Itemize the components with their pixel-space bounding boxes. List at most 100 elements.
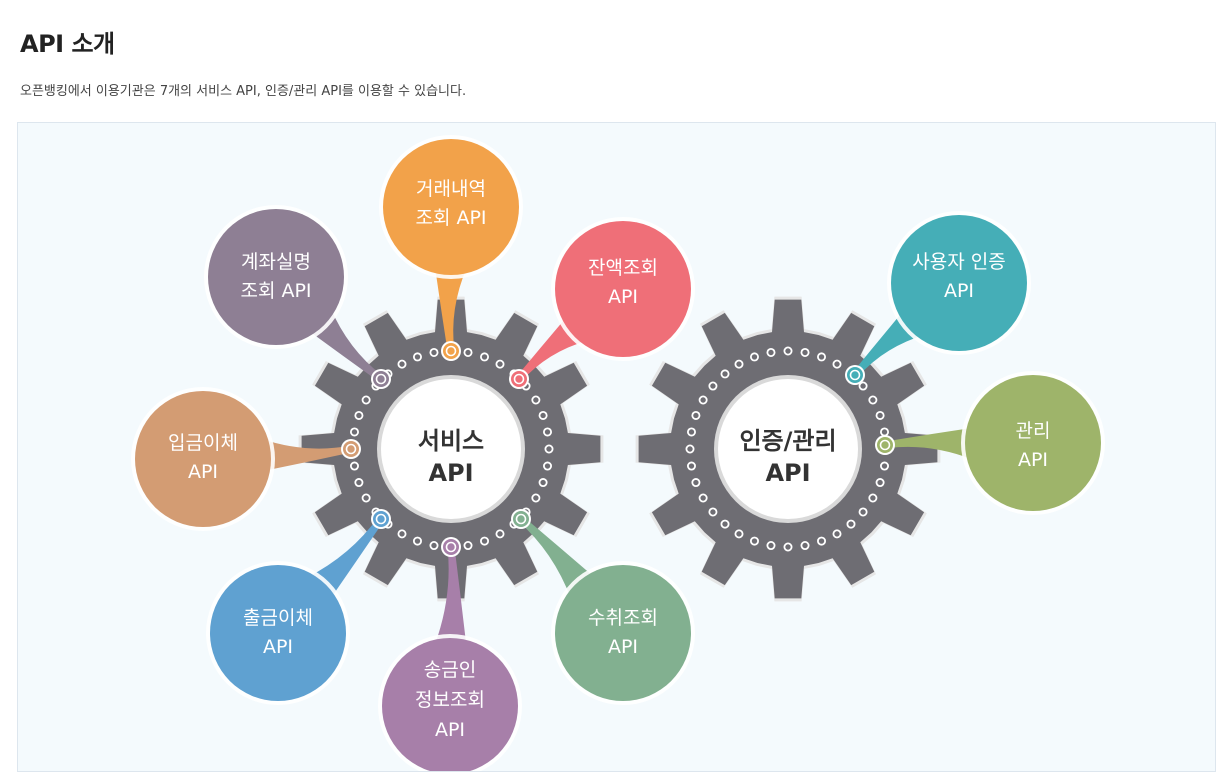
bubble-user-authentication[interactable]: 사용자 인증 API	[912, 251, 1005, 302]
gear-dot	[480, 536, 490, 546]
gear-dot	[686, 427, 696, 437]
connector-outer	[373, 511, 389, 527]
bubble-label-line2: 정보조회	[415, 689, 485, 711]
bubble-label-line1: 수취조회	[588, 607, 658, 629]
bubble-layer	[131, 135, 1105, 771]
connector-outer	[443, 539, 459, 555]
gear-dot	[495, 529, 505, 539]
gear-dot	[686, 461, 696, 471]
page-description: 오픈뱅킹에서 이용기관은 7개의 서비스 API, 인증/관리 API를 이용할…	[20, 84, 467, 99]
connector-layer	[341, 341, 895, 557]
gear-dot	[766, 347, 776, 357]
bubble-stem	[435, 267, 467, 351]
connector-inner	[515, 513, 527, 525]
gear-dot	[543, 427, 553, 437]
gear-dot	[397, 529, 407, 539]
gear-dot	[749, 536, 759, 546]
gear-dot	[720, 519, 730, 529]
gear-dot	[875, 478, 885, 488]
connector-outer	[511, 371, 527, 387]
gear-dot	[361, 395, 371, 405]
bubble-deposit-transfer[interactable]: 입금이체 API	[168, 432, 238, 483]
gear-dot	[354, 478, 364, 488]
bubble-circle	[210, 565, 346, 701]
gear-dot	[543, 461, 553, 471]
gear-dot	[691, 478, 701, 488]
bubble-circle	[208, 209, 344, 345]
bubble-circle	[891, 215, 1027, 351]
bubble-label-line2: API	[1018, 449, 1048, 471]
gear-dot	[783, 542, 793, 552]
connector-outer	[877, 437, 893, 453]
connector-outer	[343, 441, 359, 457]
auth-hub-line1: 인증/관리	[739, 427, 836, 455]
service-hub-line1: 서비스	[418, 427, 484, 455]
gear-dot	[817, 536, 827, 546]
page-title: API 소개	[20, 30, 115, 58]
api-diagram-panel: 서비스 API 인증/관리 API 거래내역 조회 API 잔액조회 API 계…	[17, 122, 1216, 772]
bubble-label-line1: 출금이체	[243, 607, 313, 629]
gear-dot	[397, 359, 407, 369]
gear-dot	[734, 529, 744, 539]
api-diagram: 서비스 API 인증/관리 API 거래내역 조회 API 잔액조회 API 계…	[131, 135, 1105, 771]
gear-dot	[708, 381, 718, 391]
service-hub-line2: API	[428, 459, 473, 487]
gear-dot	[875, 410, 885, 420]
connector-inner	[345, 443, 357, 455]
bubble-circle	[382, 638, 518, 771]
gear-dot	[766, 541, 776, 551]
connector-inner	[879, 439, 891, 451]
gear-dot	[800, 541, 810, 551]
gear-dot	[429, 347, 439, 357]
gear-dot	[463, 541, 473, 551]
bubble-label-line1: 거래내역	[416, 178, 486, 200]
gear-dot	[544, 444, 554, 454]
bubble-balance-inquiry[interactable]: 잔액조회 API	[588, 257, 658, 308]
bubble-management[interactable]: 관리 API	[1016, 420, 1051, 471]
bubble-label-line2: 조회 API	[240, 280, 311, 302]
connector-outer	[443, 343, 459, 359]
bubble-stem	[885, 427, 974, 460]
connector-inner	[513, 373, 525, 385]
bubble-transaction-history[interactable]: 거래내역 조회 API	[415, 178, 486, 229]
connector-outer	[513, 511, 529, 527]
gear-dot	[495, 359, 505, 369]
gear-dot	[868, 493, 878, 503]
connector-inner	[849, 369, 861, 381]
gear-dot	[749, 352, 759, 362]
bubble-sender-info-inquiry[interactable]: 송금인 정보조회 API	[415, 659, 485, 741]
bubble-circle	[383, 139, 519, 275]
bubble-circle	[555, 221, 691, 357]
bubble-circle	[135, 391, 271, 527]
gear-dot	[538, 478, 548, 488]
bubble-recipient-inquiry[interactable]: 수취조회 API	[588, 607, 658, 658]
connector-outer	[847, 367, 863, 383]
bubble-stem	[306, 516, 384, 600]
gear-dot	[708, 507, 718, 517]
bubble-withdrawal-transfer[interactable]: 출금이체 API	[243, 607, 313, 658]
connector-inner	[445, 541, 457, 553]
connector-inner	[445, 345, 457, 357]
gear-dot	[698, 493, 708, 503]
bubble-circle	[965, 375, 1101, 511]
bubble-label-line2: API	[188, 461, 218, 483]
gear-dot	[412, 536, 422, 546]
gear-dot	[349, 461, 359, 471]
gear-dot	[817, 352, 827, 362]
gear-dot	[349, 427, 359, 437]
bubble-label-line2: API	[263, 636, 293, 658]
bubble-label-line1: 관리	[1016, 420, 1051, 442]
gear-dot	[412, 352, 422, 362]
bubble-label-line2: API	[608, 636, 638, 658]
bubble-label-line2: 조회 API	[415, 207, 486, 229]
bubble-label-line1: 계좌실명	[241, 251, 311, 273]
bubble-stem	[261, 439, 352, 471]
auth-hub-line2: API	[765, 459, 810, 487]
connector-inner	[375, 373, 387, 385]
gear-hub	[381, 379, 521, 519]
bubble-account-name-inquiry[interactable]: 계좌실명 조회 API	[240, 251, 311, 302]
gear-dot	[832, 529, 842, 539]
gear-dot	[734, 359, 744, 369]
bubble-label-line1: 잔액조회	[588, 257, 658, 279]
connector-outer	[373, 371, 389, 387]
